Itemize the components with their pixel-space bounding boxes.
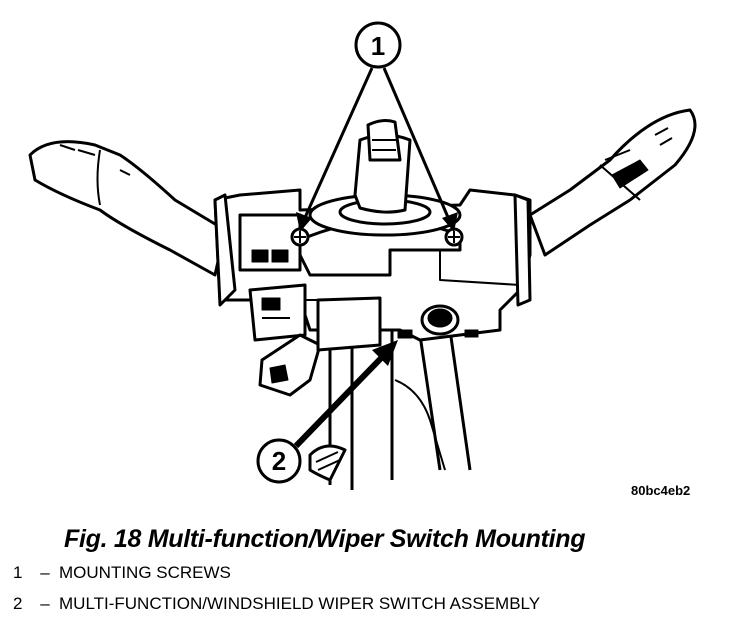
- callout-2: 2: [256, 340, 398, 484]
- figure-id: 80bc4eb2: [631, 483, 691, 498]
- legend-dash: –: [40, 563, 50, 582]
- legend-text: MULTI-FUNCTION/WINDSHIELD WIPER SWITCH A…: [59, 594, 541, 613]
- wiper-module: [316, 296, 479, 352]
- callout-1-label: 1: [371, 31, 385, 61]
- left-stalk: [28, 140, 227, 277]
- legend-item-1: 1–MOUNTING SCREWS: [13, 563, 231, 583]
- clockspring: [308, 119, 462, 237]
- callout-2-label: 2: [272, 446, 286, 476]
- switch-mounting-illustration: 1 2: [28, 21, 697, 490]
- legend-text: MOUNTING SCREWS: [59, 563, 231, 582]
- right-stalk: [528, 108, 697, 257]
- callout-1: 1: [296, 21, 458, 232]
- legend-item-2: 2–MULTI-FUNCTION/WINDSHIELD WIPER SWITCH…: [13, 594, 540, 614]
- electrical-connector: [248, 283, 322, 397]
- steering-column: [308, 300, 472, 490]
- legend-dash: –: [40, 594, 50, 613]
- legend-number: 1: [13, 563, 23, 582]
- legend-number: 2: [13, 594, 23, 613]
- figure-caption: Fig. 18 Multi-function/Wiper Switch Moun…: [64, 525, 586, 553]
